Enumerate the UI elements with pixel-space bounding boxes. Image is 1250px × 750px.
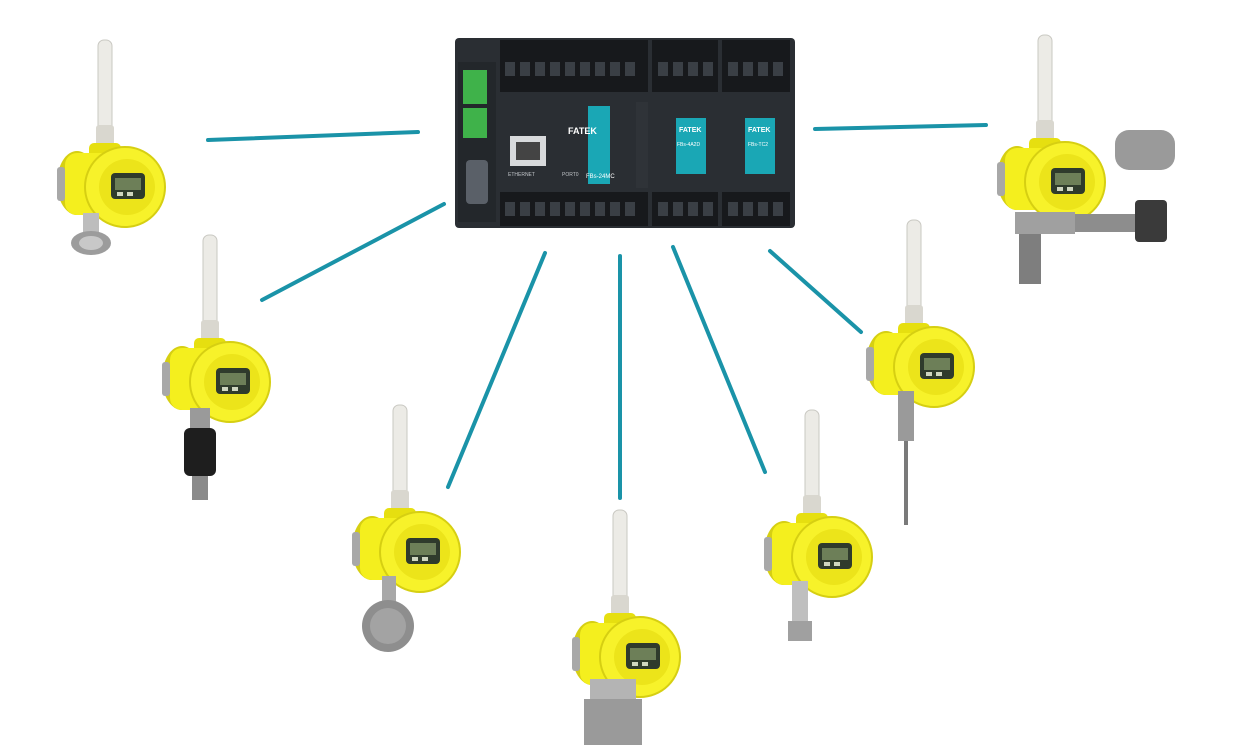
plc-module1-model: FBs-4A2D bbox=[677, 142, 700, 148]
wireless-transmitter-icon bbox=[865, 219, 975, 525]
plc-model-label: FBs-24MC bbox=[586, 174, 615, 180]
plc-module2-brand: FATEK bbox=[748, 127, 770, 134]
link-line-1 bbox=[206, 130, 420, 142]
wireless-transmitter-icon bbox=[571, 509, 681, 745]
wireless-transmitter-icon bbox=[161, 234, 271, 500]
plc-controller: FATEK FBs-24MC ETHERNET PORT0 FATEK FBs-… bbox=[455, 38, 795, 228]
wireless-transmitter-icon bbox=[56, 39, 166, 255]
plc-brand-label: FATEK bbox=[568, 126, 597, 136]
link-line-7 bbox=[813, 123, 988, 131]
plc-module2-model: FBs-TC2 bbox=[748, 142, 768, 148]
link-line-2 bbox=[260, 202, 446, 302]
plc-module1-brand: FATEK bbox=[679, 127, 701, 134]
wireless-transmitter-icon bbox=[996, 34, 1175, 284]
link-line-5 bbox=[671, 245, 767, 474]
link-line-6 bbox=[768, 249, 863, 334]
connection-lines bbox=[206, 123, 988, 500]
plc-ethernet-label: ETHERNET bbox=[508, 172, 535, 178]
wireless-transmitter-icon bbox=[351, 404, 461, 652]
link-line-3 bbox=[446, 251, 547, 489]
wireless-transmitter-icon bbox=[763, 409, 873, 641]
plc-port-label: PORT0 bbox=[562, 172, 579, 178]
